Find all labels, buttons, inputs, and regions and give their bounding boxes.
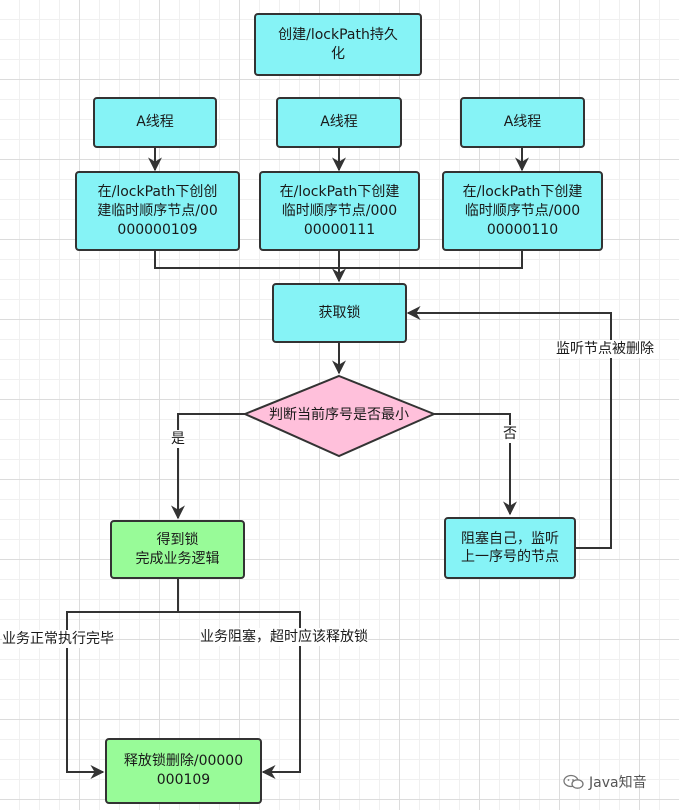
seq-node-1: 在/lockPath下创创建临时顺序节点/00000000109 xyxy=(75,171,240,251)
thread-node-3: A线程 xyxy=(460,97,585,148)
edge-seq3-merge xyxy=(339,251,523,269)
wechat-icon xyxy=(563,774,584,789)
got-lock-node: 得到锁 完成业务逻辑 xyxy=(110,520,245,579)
edge-label-blocked-timeout: 业务阻塞，超时应该释放锁 xyxy=(200,628,368,646)
thread-label-3: A线程 xyxy=(503,114,542,130)
edge-got-normal xyxy=(66,579,179,779)
create-lock-node: 创建/lockPath持久化 xyxy=(254,13,422,76)
seq-node-2: 在/lockPath下创建临时顺序节点/00000000111 xyxy=(259,171,420,251)
edge-label-no: 否 xyxy=(503,425,517,443)
seq-node-3: 在/lockPath下创建临时顺序节点/00000000110 xyxy=(442,171,603,251)
watermark: Java知音 xyxy=(563,772,647,792)
thread-label-1: A线程 xyxy=(136,114,174,130)
decision-label: 判断当前序号是否最小 xyxy=(269,407,409,423)
seq-label-1: 在/lockPath下创创建临时顺序节点/00000000109 xyxy=(97,183,218,238)
block-label: 阻塞自己，监听上一序号的节点 xyxy=(461,531,559,565)
thread-label-2: A线程 xyxy=(320,114,358,130)
watermark-text: Java知音 xyxy=(589,775,647,791)
edge-label-yes: 是 xyxy=(171,430,185,448)
block-node: 阻塞自己，监听上一序号的节点 xyxy=(444,517,576,579)
release-lock-label: 释放锁删除/00000000109 xyxy=(123,753,244,788)
edge-decision-no xyxy=(434,413,517,516)
thread-node-2: A线程 xyxy=(276,97,402,148)
create-lock-label: 创建/lockPath持久化 xyxy=(278,26,398,62)
edge-block-loop xyxy=(406,306,612,549)
release-lock-node: 释放锁删除/00000000109 xyxy=(105,738,262,804)
edge-label-normal-done: 业务正常执行完毕 xyxy=(2,630,114,648)
got-lock-label: 得到锁 完成业务逻辑 xyxy=(135,531,220,567)
seq-label-3: 在/lockPath下创建临时顺序节点/00000000110 xyxy=(462,183,583,238)
acquire-lock-label: 获取锁 xyxy=(318,304,361,321)
decision-diamond xyxy=(242,374,437,458)
edge-label-watch-deleted: 监听节点被删除 xyxy=(556,340,654,358)
thread-node-1: A线程 xyxy=(93,97,217,148)
acquire-lock-node: 获取锁 xyxy=(272,283,407,343)
seq-label-2: 在/lockPath下创建临时顺序节点/00000000111 xyxy=(279,183,400,238)
edge-got-timeout xyxy=(178,611,301,779)
edge-seq1-merge xyxy=(154,251,339,269)
edge-decision-yes xyxy=(171,413,245,520)
